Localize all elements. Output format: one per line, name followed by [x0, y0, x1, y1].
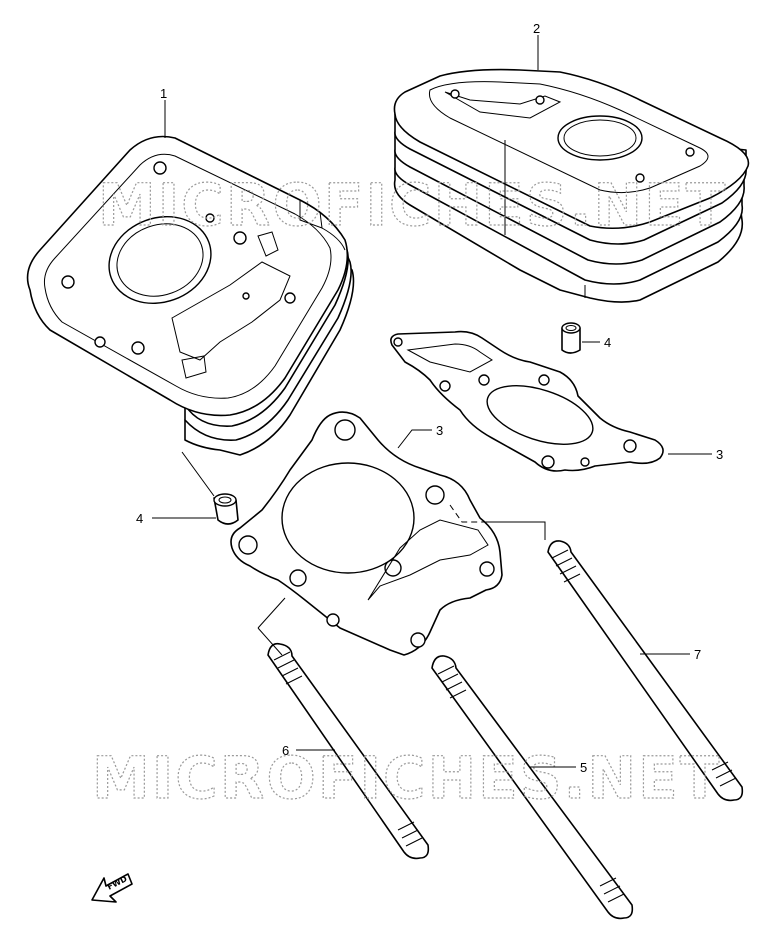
part-label-7: 7 [694, 647, 701, 662]
fwd-arrow-icon: FWD [91, 873, 133, 903]
dowel-pin-part-4-left[interactable] [213, 493, 239, 525]
stud-bolt-part-7[interactable] [547, 540, 744, 802]
gasket-part-3-right[interactable] [390, 330, 664, 472]
gasket-part-3-center[interactable] [230, 411, 503, 656]
part-label-1: 1 [160, 86, 167, 101]
dowel-pin-part-4-right[interactable] [561, 322, 581, 354]
part-label-4-left: 4 [136, 511, 143, 526]
part-label-3-center: 3 [436, 423, 443, 438]
stud-bolt-part-5[interactable] [431, 655, 634, 920]
stud-bolt-part-6[interactable] [267, 642, 430, 860]
cylinder-part-1[interactable] [26, 135, 355, 456]
cylinder-part-2[interactable] [393, 68, 750, 303]
watermark-lower: MICROFICHES.NET [92, 744, 721, 812]
watermark-upper: MICROFICHES.NET [98, 171, 727, 239]
part-label-6: 6 [282, 743, 289, 758]
part-label-5: 5 [580, 760, 587, 775]
part-label-3-right: 3 [716, 447, 723, 462]
part-label-4-right: 4 [604, 335, 611, 350]
part-label-2: 2 [533, 21, 540, 36]
